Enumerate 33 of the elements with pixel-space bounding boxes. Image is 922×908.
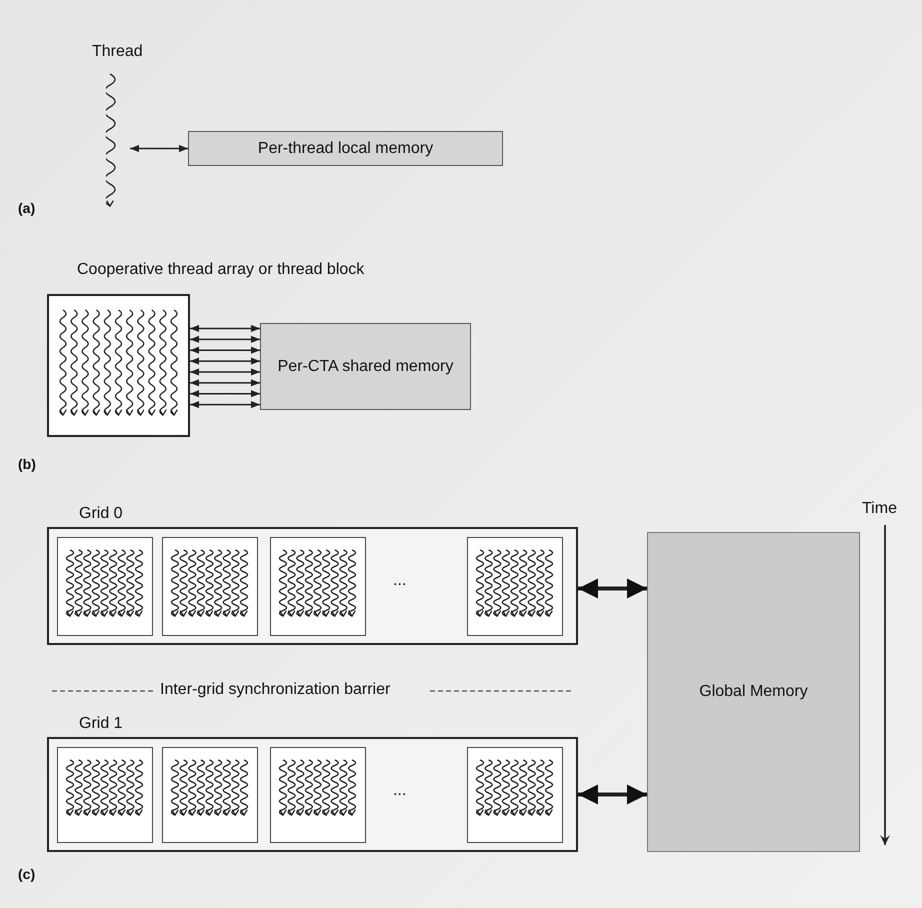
arrow [578,578,647,598]
thread-block-box [162,747,258,843]
figure-label: Inter-grid synchronization barrier [160,681,390,699]
arrow [578,784,647,804]
thread-label: Thread [92,42,143,62]
arrow [190,336,260,343]
arrow [190,368,260,376]
arrow [190,346,260,354]
thread-block-box [162,537,258,636]
figure-label: (a) [18,200,36,216]
memory-box: Per-CTA shared memory [260,323,471,410]
arrow [190,390,260,398]
thread-block-box [57,537,153,636]
thread-block-box [57,747,153,843]
arrow [190,357,260,365]
thread-block-box [270,747,366,843]
memory-box: Global Memory [647,532,860,852]
figure-label: ... [393,572,406,590]
figure-label: (b) [18,456,36,472]
thread-block-box [467,537,563,636]
arrow [190,400,260,408]
figure-label: (c) [18,866,36,882]
figure-label: ... [393,782,406,800]
arrow [190,379,260,386]
arrow [190,324,260,332]
arrow [130,144,188,152]
thread-block-box [270,537,366,636]
figure-label: Time [862,500,897,518]
grid-heading: Grid 0 [79,504,123,524]
memory-box: Per-thread local memory [188,131,503,166]
thread-block-heading: Cooperative thread array or thread block [77,260,364,280]
grid-heading: Grid 1 [79,714,123,734]
thread-block-box [467,747,563,843]
